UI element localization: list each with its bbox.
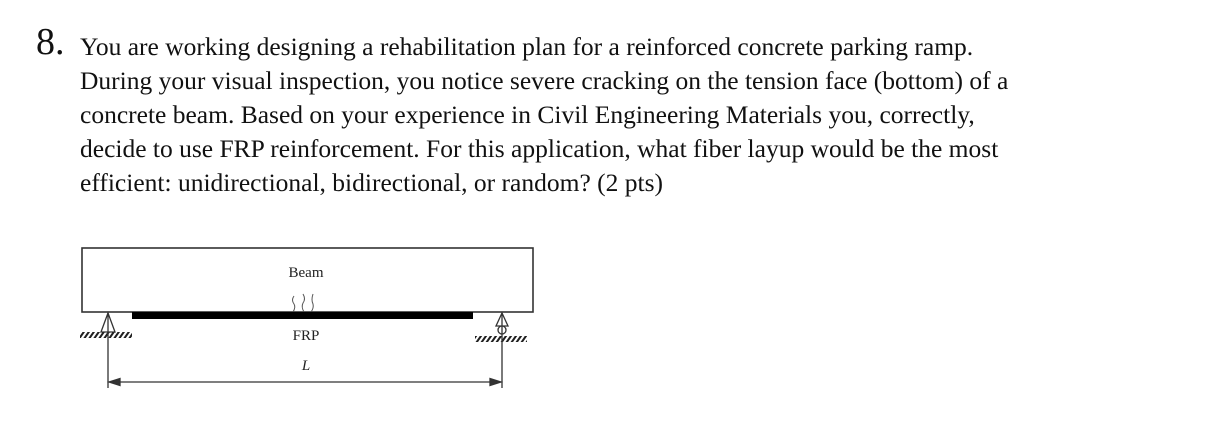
question-text: You are working designing a rehabilitati… <box>80 30 1200 200</box>
question-line: During your visual inspection, you notic… <box>80 66 1009 95</box>
question-line: You are working designing a rehabilitati… <box>80 32 974 61</box>
frp-label: FRP <box>293 328 320 344</box>
question-line: efficient: unidirectional, bidirectional… <box>80 168 664 197</box>
question-number: 8. <box>36 21 65 63</box>
beam-label: Beam <box>289 265 324 281</box>
frp-strip <box>132 312 473 319</box>
span-label: L <box>301 358 310 374</box>
question-line: decide to use FRP reinforcement. For thi… <box>80 134 999 163</box>
pin-support-icon <box>80 311 132 388</box>
roller-support-icon <box>475 311 527 388</box>
span-dimension-arrow <box>106 377 504 387</box>
question-line: concrete beam. Based on your experience … <box>80 100 975 129</box>
crack-lines-icon <box>292 293 314 313</box>
beam-rect <box>81 247 534 313</box>
